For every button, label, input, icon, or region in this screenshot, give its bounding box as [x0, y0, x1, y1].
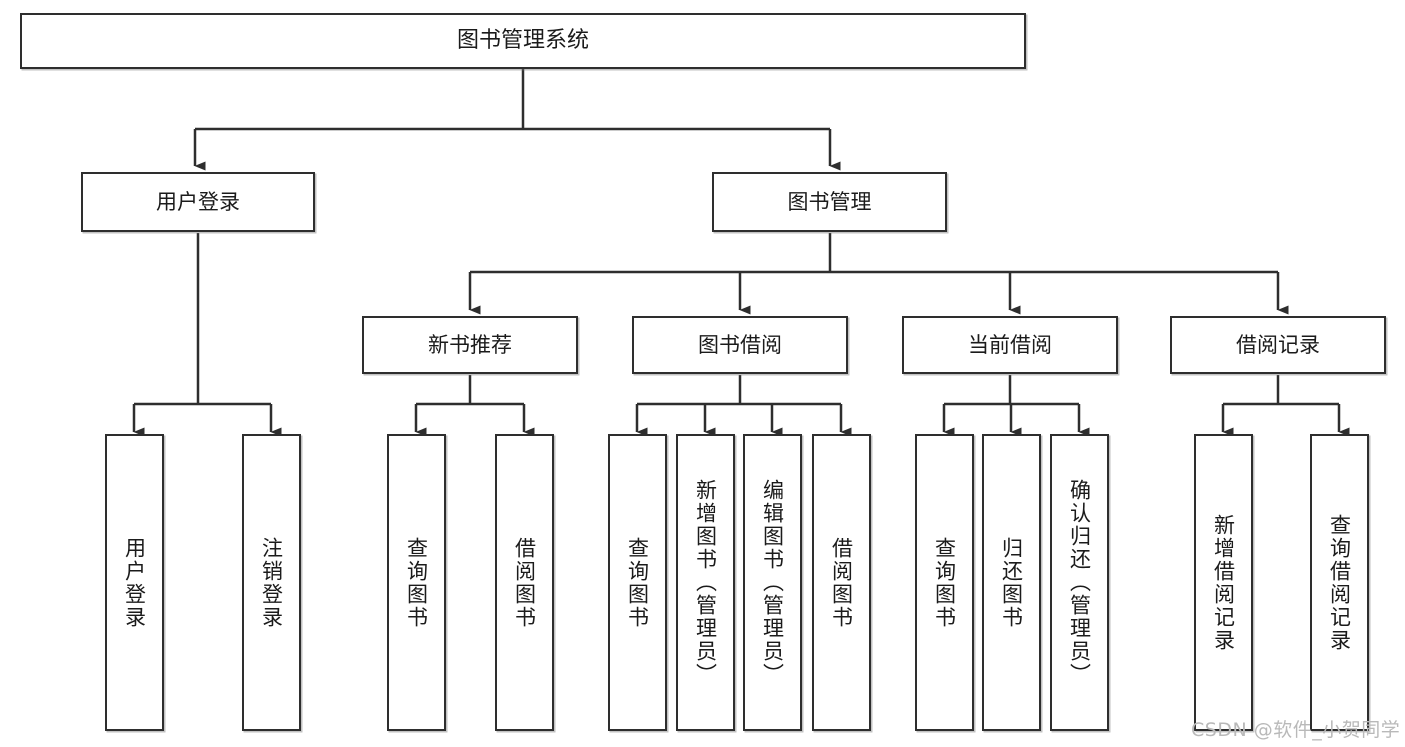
node-label: 新增借阅记录 — [1211, 513, 1236, 652]
leaf-borrow-add-book-admin[interactable]: 新增图书（管理员） — [676, 434, 735, 731]
node-label: 当前借阅 — [968, 332, 1052, 357]
leaf-current-query-book[interactable]: 查询图书 — [915, 434, 974, 731]
node-book-management[interactable]: 图书管理 — [712, 172, 947, 232]
node-new-book-recommend[interactable]: 新书推荐 — [362, 316, 578, 374]
leaf-borrow-edit-book-admin[interactable]: 编辑图书（管理员） — [743, 434, 802, 731]
node-label: 图书管理系统 — [456, 28, 589, 54]
node-label: 借阅记录 — [1236, 332, 1320, 357]
node-label: 用户登录 — [156, 189, 240, 214]
node-label: 注销登录 — [259, 536, 284, 629]
node-label: 查询图书 — [625, 536, 650, 629]
node-label: 图书管理 — [787, 189, 872, 214]
leaf-new-books-borrow[interactable]: 借阅图书 — [495, 434, 554, 731]
node-label: 确认归还（管理员） — [1067, 479, 1092, 686]
leaf-new-books-query[interactable]: 查询图书 — [387, 434, 446, 731]
leaf-user-login-login[interactable]: 用户登录 — [105, 434, 164, 731]
watermark-text: CSDN @软件_小贺同学 — [1191, 719, 1401, 741]
node-label: 查询图书 — [404, 536, 429, 629]
node-label: 归还图书 — [999, 536, 1024, 629]
leaf-borrow-borrow-book[interactable]: 借阅图书 — [812, 434, 871, 731]
leaf-current-return-book[interactable]: 归还图书 — [982, 434, 1041, 731]
leaf-borrow-query-book[interactable]: 查询图书 — [608, 434, 667, 731]
node-current-borrow[interactable]: 当前借阅 — [902, 316, 1118, 374]
node-label: 借阅图书 — [829, 536, 854, 629]
node-label: 编辑图书（管理员） — [760, 479, 785, 686]
node-label: 用户登录 — [122, 536, 147, 629]
node-label: 图书借阅 — [698, 332, 782, 357]
node-borrow-records[interactable]: 借阅记录 — [1170, 316, 1386, 374]
node-label: 借阅图书 — [512, 536, 537, 629]
leaf-records-add-record[interactable]: 新增借阅记录 — [1194, 434, 1253, 731]
node-book-borrow[interactable]: 图书借阅 — [632, 316, 848, 374]
node-label: 新增图书（管理员） — [693, 479, 718, 686]
node-label: 新书推荐 — [428, 332, 512, 357]
leaf-user-login-logout[interactable]: 注销登录 — [242, 434, 301, 731]
node-user-login[interactable]: 用户登录 — [81, 172, 315, 232]
leaf-records-query-record[interactable]: 查询借阅记录 — [1310, 434, 1369, 731]
node-root-system[interactable]: 图书管理系统 — [20, 13, 1026, 69]
node-label: 查询借阅记录 — [1327, 513, 1352, 652]
node-label: 查询图书 — [932, 536, 957, 629]
leaf-current-confirm-return-admin[interactable]: 确认归还（管理员） — [1050, 434, 1109, 731]
